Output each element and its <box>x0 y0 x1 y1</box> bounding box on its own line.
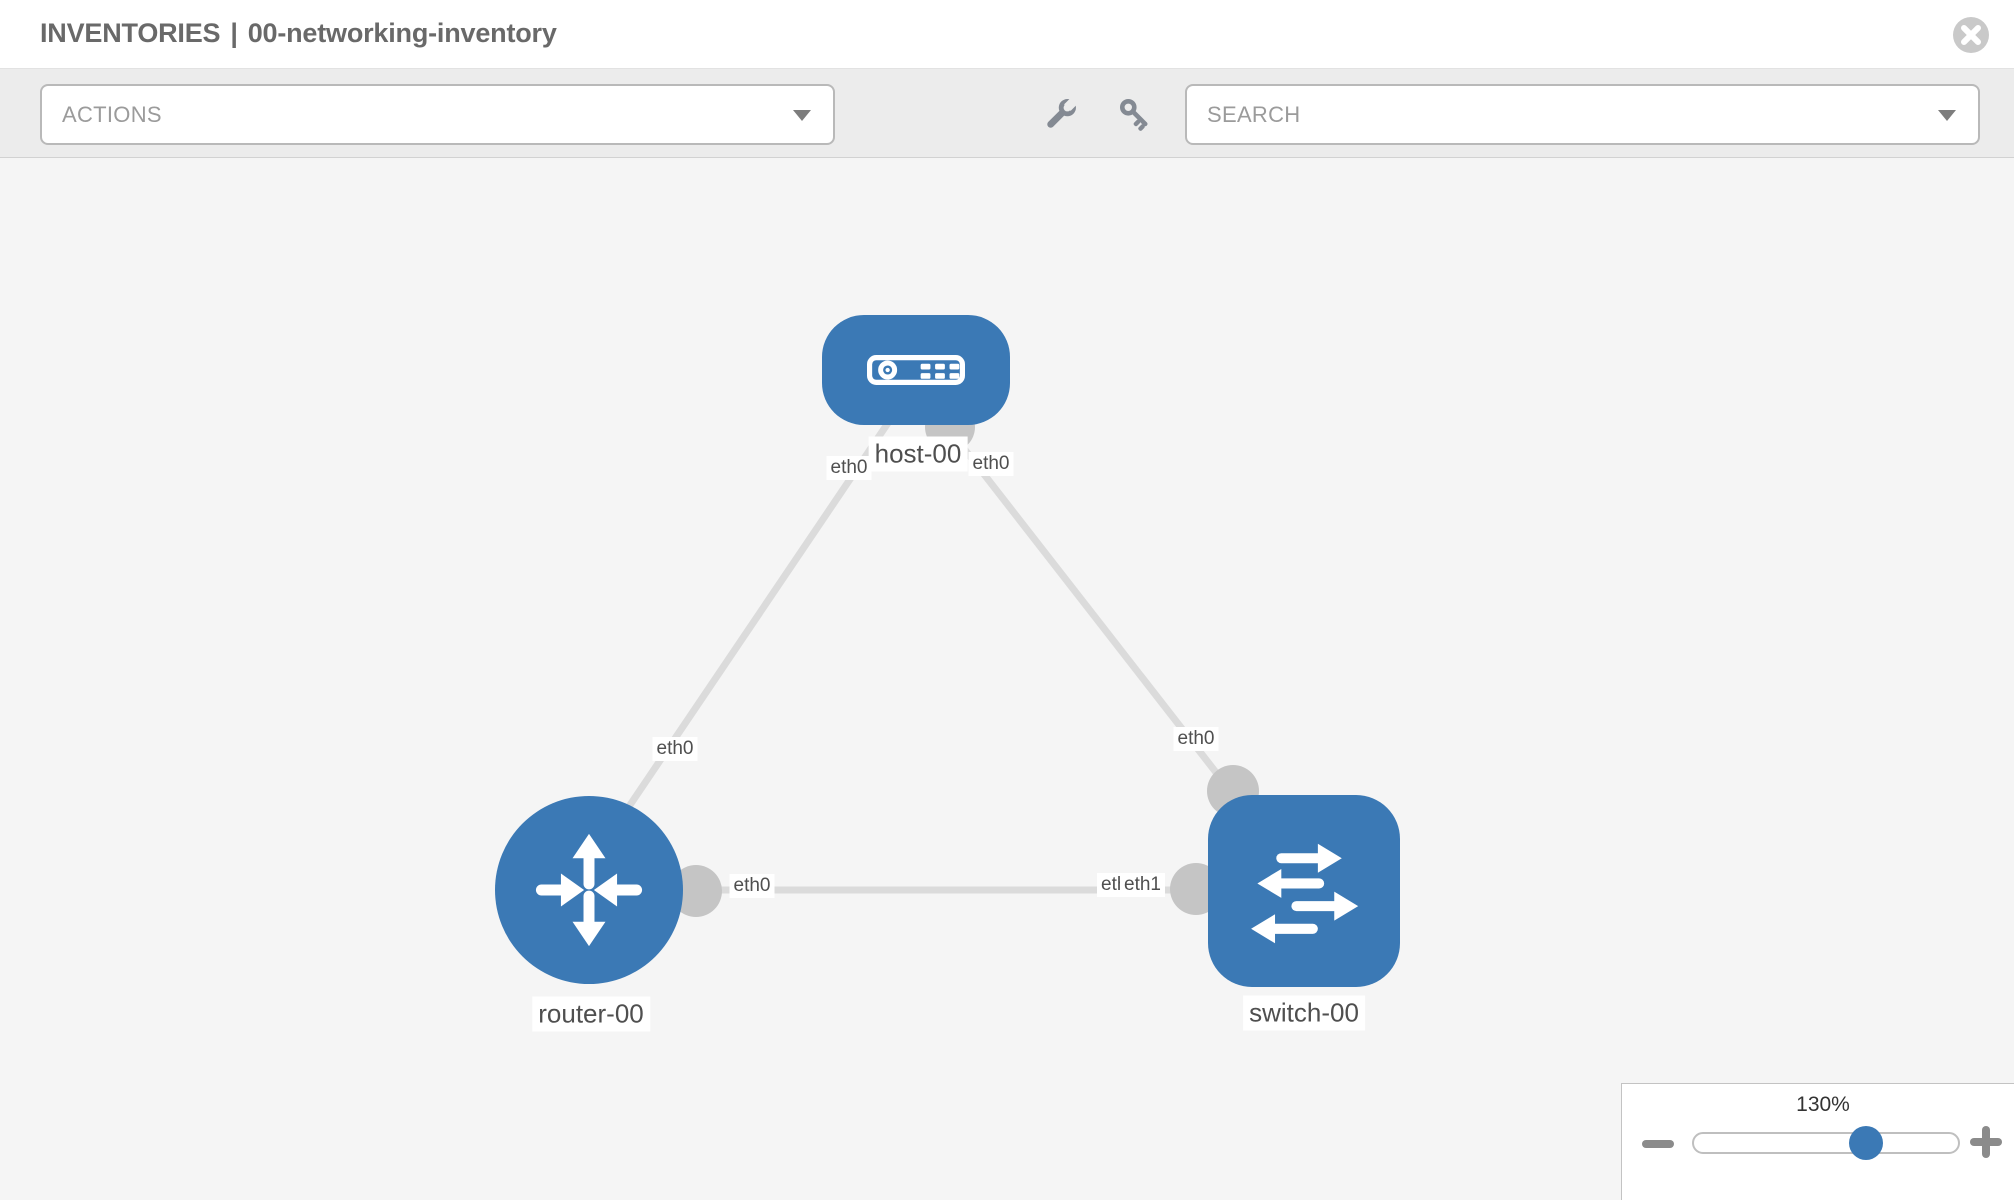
zoom-control-panel: 130% <box>1621 1083 2014 1200</box>
switch-icon <box>1251 843 1359 944</box>
actions-dropdown[interactable]: ACTIONS <box>40 84 835 145</box>
interface-label: eth0 <box>968 452 1014 476</box>
interface-label: eth0 <box>729 874 775 898</box>
chevron-down-icon <box>793 109 811 121</box>
zoom-level-value: 130% <box>1796 1093 1850 1116</box>
actions-dropdown-label: ACTIONS <box>62 101 162 127</box>
interface-circle <box>670 865 722 917</box>
topology-canvas[interactable]: eth0 eth0 eth0 eth0 eth0 eth0 eth1 host-… <box>0 158 2014 1200</box>
zoom-slider-thumb[interactable] <box>1849 1126 1883 1160</box>
node-switch-00[interactable] <box>1208 795 1400 987</box>
search-dropdown-label: SEARCH <box>1207 101 1301 127</box>
search-dropdown[interactable]: SEARCH <box>1185 84 1980 145</box>
key-icon <box>1119 98 1148 131</box>
minus-icon <box>1642 1140 1674 1148</box>
plus-icon <box>1982 1126 1990 1158</box>
interface-label: eth0 <box>1173 727 1219 751</box>
interface-label: eth1 <box>1120 873 1165 897</box>
chevron-down-icon <box>1938 109 1956 121</box>
inventory-name: 00-networking-inventory <box>247 18 557 48</box>
interface-label: eth0 <box>826 456 872 480</box>
host-icon <box>867 355 965 385</box>
node-label-switch: switch-00 <box>1243 995 1365 1031</box>
node-router-00[interactable] <box>495 796 683 984</box>
node-host-00[interactable] <box>822 315 1010 425</box>
zoom-out-button[interactable] <box>1638 1124 1678 1164</box>
close-button[interactable] <box>1953 17 1989 53</box>
page-title: INVENTORIES | 00-networking-inventory <box>40 18 557 49</box>
zoom-in-button[interactable] <box>1966 1122 2006 1162</box>
zoom-slider[interactable] <box>1692 1126 1960 1160</box>
toolbar-tools <box>1040 69 1156 158</box>
node-label-router: router-00 <box>532 996 650 1032</box>
close-icon <box>1961 25 1981 45</box>
configure-button[interactable] <box>1040 93 1082 135</box>
wrench-icon <box>1047 98 1076 128</box>
breadcrumb-inventories: INVENTORIES <box>40 18 221 48</box>
title-separator: | <box>230 18 238 48</box>
node-label-host: host-00 <box>868 436 968 472</box>
toolbar: ACTIONS <box>0 69 2014 158</box>
credentials-button[interactable] <box>1114 93 1156 135</box>
header: INVENTORIES | 00-networking-inventory <box>0 0 2014 69</box>
links-layer <box>620 402 1259 917</box>
router-icon <box>535 833 643 947</box>
interface-label: eth0 <box>652 737 698 761</box>
